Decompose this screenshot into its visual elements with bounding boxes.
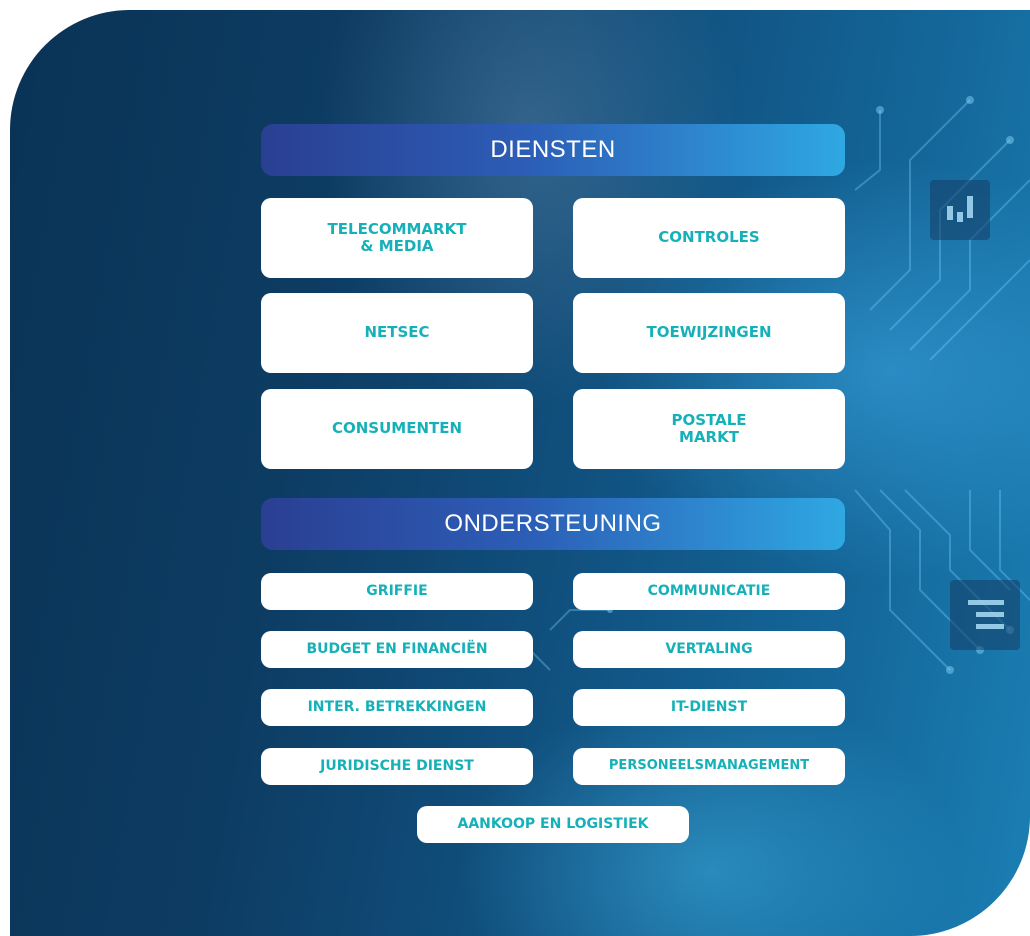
support-tile-it-dienst[interactable]: IT-DIENST [573,689,845,726]
support-tile-vertaling[interactable]: VERTALING [573,631,845,668]
service-tile-telecommarkt[interactable]: TELECOMMARKT & MEDIA [261,198,533,278]
support-tile-aankoop-logistiek[interactable]: AANKOOP EN LOGISTIEK [417,806,689,843]
support-tile-personeelsmanagement[interactable]: PERSONEELSMANAGEMENT [573,748,845,785]
section-header-support: ONDERSTEUNING [261,498,845,550]
service-tile-consumenten[interactable]: CONSUMENTEN [261,389,533,469]
circuit-lines-decoration [467,96,1030,674]
service-tile-toewijzingen[interactable]: TOEWIJZINGEN [573,293,845,373]
support-tile-juridische-dienst[interactable]: JURIDISCHE DIENST [261,748,533,785]
service-tile-controles[interactable]: CONTROLES [573,198,845,278]
support-tile-communicatie[interactable]: COMMUNICATIE [573,573,845,610]
document-list-icon [950,580,1020,650]
service-tile-netsec[interactable]: NETSEC [261,293,533,373]
support-tile-griffie[interactable]: GRIFFIE [261,573,533,610]
candlestick-chart-icon [930,180,990,240]
section-header-services: DIENSTEN [261,124,845,176]
support-tile-budget[interactable]: BUDGET EN FINANCIËN [261,631,533,668]
support-tile-inter-betrekkingen[interactable]: INTER. BETREKKINGEN [261,689,533,726]
service-tile-postale-markt[interactable]: POSTALE MARKT [573,389,845,469]
